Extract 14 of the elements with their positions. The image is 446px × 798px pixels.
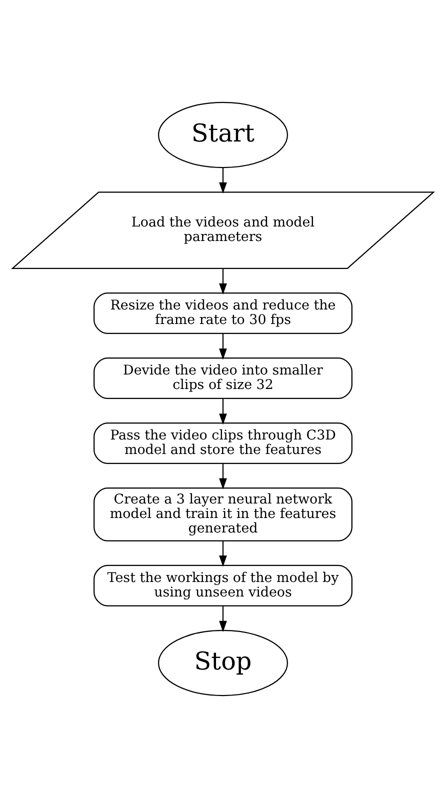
node-box: Resize the videos and reduce the frame rate to 30 fps (94, 292, 352, 334)
arrow (219, 168, 227, 194)
arrow (219, 540, 227, 567)
node-box: Test the workings of the model by using unseen videos (94, 564, 352, 606)
node-ellipse: Stop (158, 630, 288, 696)
arrow (219, 606, 227, 632)
node-box: Create a 3 layer neural network model and train it in the features generated (94, 488, 352, 542)
node-box: Devide the video into smaller clips of size 32 (94, 358, 352, 399)
arrow (219, 464, 227, 490)
arrow (219, 398, 227, 425)
node-box: Pass the video clips through C3D model and store the features (94, 422, 352, 464)
node-ellipse: Start (158, 102, 288, 168)
arrow (219, 268, 227, 295)
arrow (219, 334, 227, 360)
